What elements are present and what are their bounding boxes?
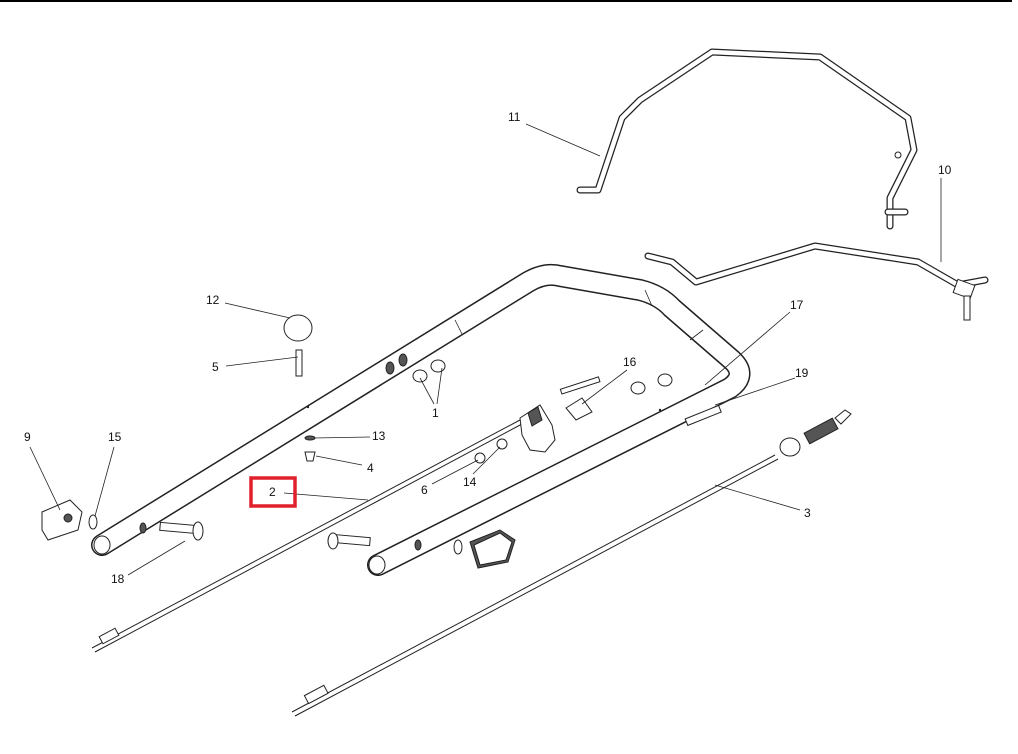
part-11-upper-handle — [576, 48, 918, 230]
callout-3: 3 — [804, 506, 811, 520]
callout-1: 1 — [432, 406, 439, 420]
callout-labels: 11 10 12 5 16 17 19 1 13 4 9 15 14 6 2 3… — [24, 110, 952, 586]
callout-10: 10 — [938, 163, 952, 177]
callout-19: 19 — [795, 366, 809, 380]
small-parts — [41, 314, 722, 569]
callout-4: 4 — [367, 461, 374, 475]
callout-5: 5 — [212, 360, 219, 374]
callout-11: 11 — [508, 110, 521, 124]
main-handle-tube — [91, 263, 751, 576]
highlight-box-callout-2 — [249, 476, 297, 508]
top-border-line — [0, 0, 1012, 2]
callout-14: 14 — [463, 475, 477, 489]
part-10-bail — [644, 242, 989, 321]
callout-17: 17 — [790, 298, 804, 312]
part-3-cable — [291, 409, 852, 717]
control-bracket — [519, 397, 593, 453]
callout-16: 16 — [623, 355, 637, 369]
callout-15: 15 — [108, 430, 122, 444]
callout-12: 12 — [206, 293, 220, 307]
callout-18: 18 — [111, 572, 125, 586]
callout-6: 6 — [421, 483, 428, 497]
callout-9: 9 — [24, 430, 31, 444]
callout-2: 2 — [269, 485, 276, 499]
callout-13: 13 — [372, 429, 386, 443]
part-2-cable — [91, 376, 601, 653]
callout-leaders — [29, 123, 942, 576]
